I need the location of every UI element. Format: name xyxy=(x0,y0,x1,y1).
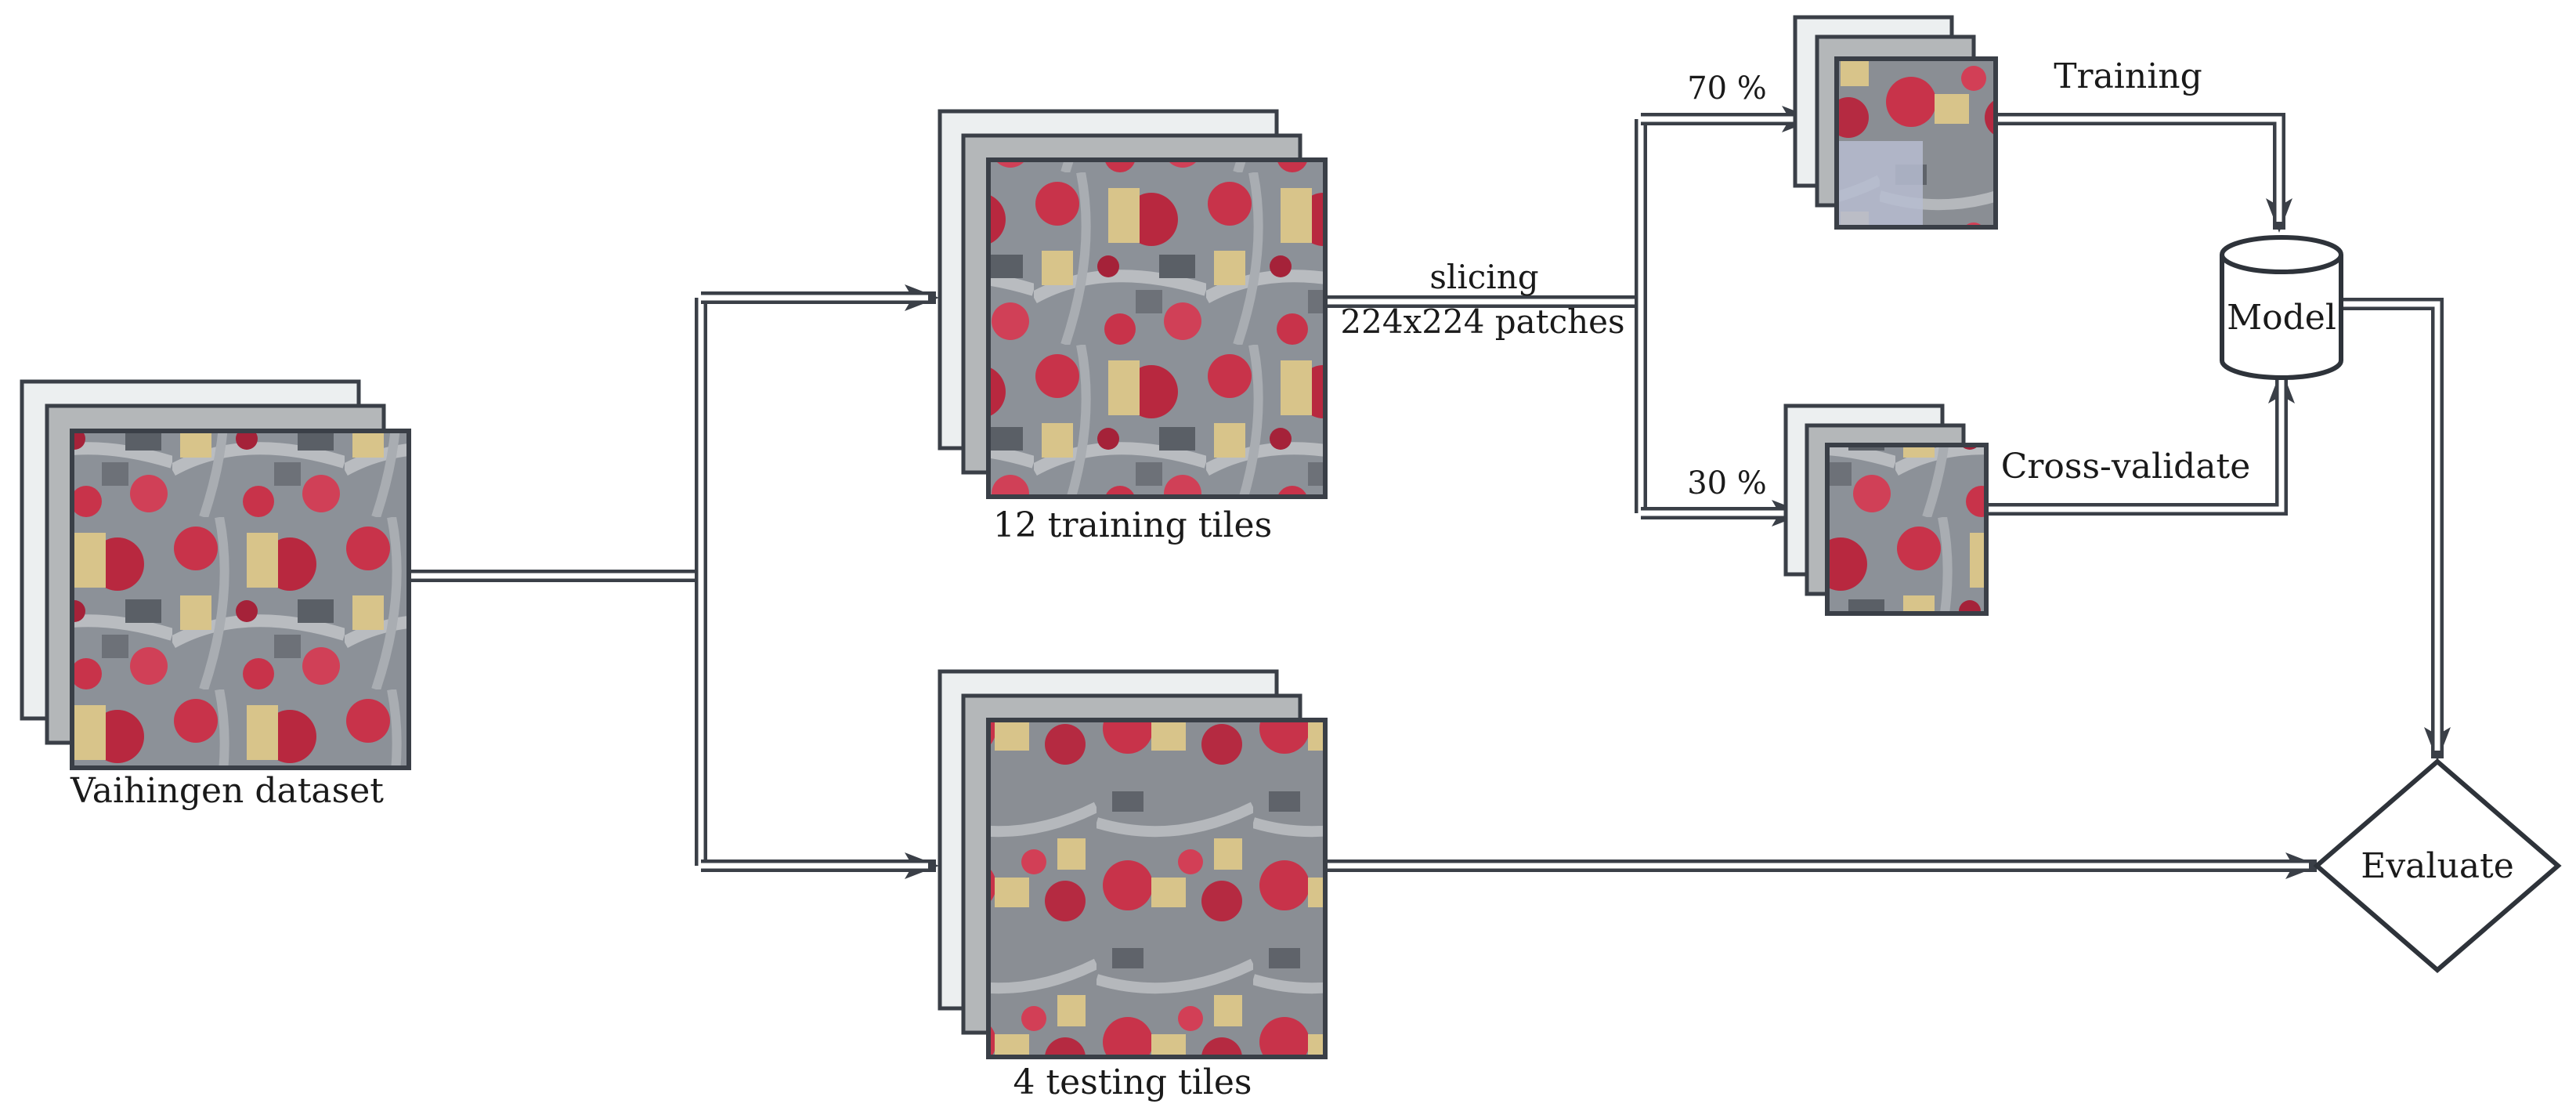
connector-dataset-split xyxy=(407,298,707,866)
testing-tiles-label: 4 testing tiles xyxy=(1013,1062,1252,1102)
training-label: Training xyxy=(2054,56,2202,96)
dataset-label: Vaihingen dataset xyxy=(70,771,384,811)
testing-tiles-stack xyxy=(938,669,1328,1059)
connector-slicing xyxy=(1325,119,1647,513)
patch-size-label: 224x224 patches xyxy=(1340,302,1624,341)
evaluate-label: Evaluate xyxy=(2361,846,2514,886)
aerial-image-stack-icon xyxy=(70,429,411,770)
training-patches-stack xyxy=(1793,15,1998,230)
train-percent-label: 70 % xyxy=(1687,71,1767,107)
diamond-decision-icon xyxy=(2313,758,2562,973)
arrow-training-to-model xyxy=(1997,113,2292,233)
evaluate-node: Evaluate xyxy=(2313,758,2562,973)
cross-validate-label: Cross-validate xyxy=(2001,447,2251,487)
arrow-crossvalidate-to-model xyxy=(1987,369,2295,516)
vaihingen-dataset-stack xyxy=(20,379,411,770)
model-node: Model xyxy=(2220,235,2343,380)
aerial-image-stack-icon xyxy=(1825,443,1989,616)
slicing-label: slicing xyxy=(1429,258,1538,296)
training-tiles-label: 12 training tiles xyxy=(993,505,1272,545)
cylinder-database-icon xyxy=(2220,235,2343,380)
training-tiles-stack xyxy=(938,109,1328,499)
validation-patches-stack xyxy=(1783,404,1989,616)
validation-percent-label: 30 % xyxy=(1687,465,1767,501)
model-label: Model xyxy=(2227,298,2336,338)
aerial-image-stack-icon xyxy=(1834,56,1998,230)
aerial-image-stack-icon xyxy=(986,718,1328,1059)
arrow-model-to-evaluate xyxy=(2342,298,2451,762)
aerial-image-stack-icon xyxy=(986,157,1328,499)
